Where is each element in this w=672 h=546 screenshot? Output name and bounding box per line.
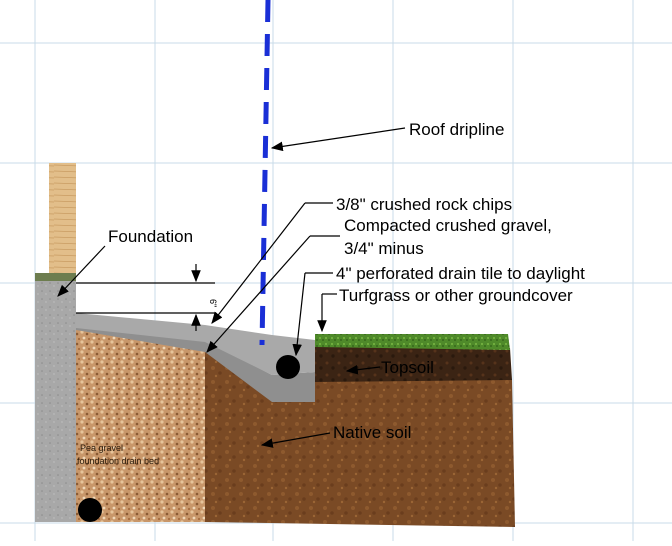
dimension-marker: 6" <box>76 264 218 331</box>
compacted-gravel-label-line1: Compacted crushed gravel, <box>344 216 552 235</box>
native-soil-label: Native soil <box>333 423 411 442</box>
roof-dripline <box>259 0 271 346</box>
dimension-label: 6" <box>208 299 218 307</box>
turfgrass-label: Turfgrass or other groundcover <box>339 286 573 305</box>
roof-dripline-label: Roof dripline <box>409 120 504 139</box>
topsoil-layer <box>315 345 512 382</box>
foundation-wall <box>35 278 76 522</box>
turfgrass-layer <box>315 334 510 350</box>
pea-gravel-bed <box>76 330 205 522</box>
drain-tile-label: 4" perforated drain tile to daylight <box>336 264 585 283</box>
leader-lines <box>57 127 406 448</box>
pea-gravel-label-line2: foundation drain bed <box>77 456 159 466</box>
rock-chips-layer <box>76 313 315 375</box>
topsoil-label: Topsoil <box>381 358 434 377</box>
wood-sill <box>49 163 76 273</box>
drain-tile <box>276 355 300 379</box>
compacted-gravel-label-line2: 3/4" minus <box>344 239 424 258</box>
rock-chips-label: 3/8" crushed rock chips <box>336 195 512 214</box>
foundation-label: Foundation <box>108 227 193 246</box>
compacted-gravel-layer <box>76 325 315 402</box>
pea-gravel-label-line1: Pea gravel <box>80 443 123 453</box>
foundation-cap <box>35 273 76 281</box>
foundation-drain-tile <box>78 498 102 522</box>
native-soil-layer <box>205 350 515 527</box>
